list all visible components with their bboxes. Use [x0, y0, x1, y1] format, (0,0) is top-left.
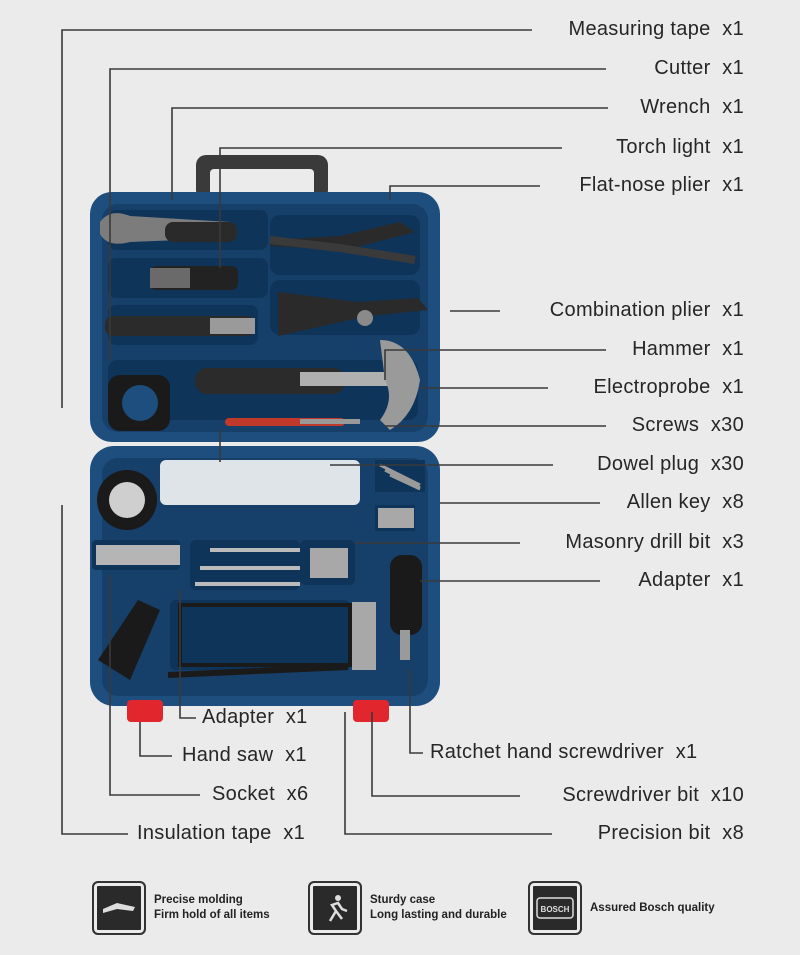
- bosch-badge-icon: BOSCH: [528, 881, 582, 935]
- allen-key-icon: [379, 463, 421, 491]
- case-latch-left: [127, 700, 163, 722]
- bosch-mark: BOSCH: [541, 905, 570, 914]
- callout-masonry-drill-bit: Masonry drill bit x3: [565, 531, 744, 553]
- callout-allen-key: Allen key x8: [626, 491, 744, 513]
- callout-screws: Screws x30: [631, 414, 744, 436]
- callout-screwdriver-bit: Screwdriver bit x10: [562, 784, 744, 806]
- callout-hand-saw: Hand saw x1: [182, 744, 307, 766]
- callout-combination-plier: Combination plier x1: [549, 299, 744, 321]
- masonry-drill-bit-icon: [195, 548, 300, 586]
- callout-wrench: Wrench x1: [640, 96, 744, 118]
- feature-text: Assured Bosch quality: [590, 901, 715, 914]
- ratchet-screwdriver-icon: [390, 555, 422, 660]
- screwdriver-bits-icon: [310, 508, 414, 670]
- electroprobe-icon: [225, 418, 360, 426]
- adapter-icon: [98, 600, 160, 680]
- callout-cutter: Cutter x1: [654, 57, 744, 79]
- callout-precision-bit: Precision bit x8: [597, 822, 744, 844]
- flat-nose-plier-icon: [269, 222, 416, 264]
- callout-hammer: Hammer x1: [632, 338, 744, 360]
- callout-electroprobe: Electroprobe x1: [593, 376, 744, 398]
- callout-torch-light: Torch light x1: [616, 136, 744, 158]
- callout-insulation-tape: Insulation tape x1: [137, 822, 306, 844]
- callout-ratchet-screwdriver: Ratchet hand screwdriver x1: [430, 741, 698, 763]
- pliers-icon: [92, 881, 146, 935]
- torch-light-icon: [150, 266, 238, 290]
- case-latch-right: [353, 700, 389, 722]
- callout-flat-nose-plier: Flat-nose plier x1: [579, 174, 744, 196]
- feature-bosch-quality: BOSCH Assured Bosch quality: [528, 880, 715, 936]
- wrench-icon: [100, 213, 237, 244]
- insulation-tape-icon: [97, 470, 157, 530]
- leader-lines: [61, 29, 608, 835]
- measuring-tape-icon: [108, 375, 170, 431]
- callout-socket: Socket x6: [212, 783, 309, 805]
- callout-dowel-plug: Dowel plug x30: [597, 453, 744, 475]
- running-figure-icon: [308, 881, 362, 935]
- cutter-icon: [105, 316, 255, 336]
- callout-adapter-left: Adapter x1: [202, 706, 308, 728]
- callout-adapter-right: Adapter x1: [638, 569, 744, 591]
- hammer-icon: [195, 340, 420, 430]
- callout-measuring-tape: Measuring tape x1: [568, 18, 744, 40]
- socket-set-icon: [96, 545, 180, 565]
- combination-plier-icon: [278, 292, 428, 336]
